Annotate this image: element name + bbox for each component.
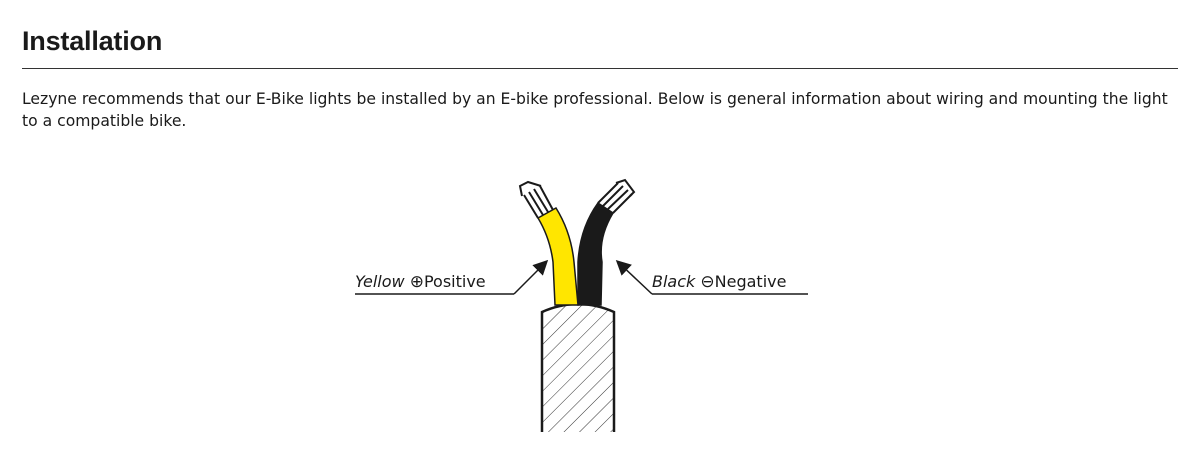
intro-paragraph: Lezyne recommends that our E-Bike lights… <box>22 90 1168 130</box>
black-wire <box>577 178 636 306</box>
negative-polarity-text: Negative <box>714 272 787 291</box>
section-title: Installation <box>22 26 163 56</box>
positive-wire-label: Yellow ⊕Positive <box>355 271 486 293</box>
yellow-wire <box>518 180 579 306</box>
plus-circle-icon: ⊕ <box>409 272 424 292</box>
negative-wire-label: Black ⊖Negative <box>652 271 786 293</box>
cable-sheath <box>540 302 616 432</box>
minus-circle-icon: ⊖ <box>700 272 715 292</box>
heading-divider <box>22 68 1178 69</box>
positive-leader <box>355 259 549 295</box>
positive-color-name: Yellow <box>355 272 405 291</box>
positive-polarity-text: Positive <box>423 272 486 291</box>
negative-color-name: Black <box>652 272 696 291</box>
negative-leader <box>615 259 808 295</box>
